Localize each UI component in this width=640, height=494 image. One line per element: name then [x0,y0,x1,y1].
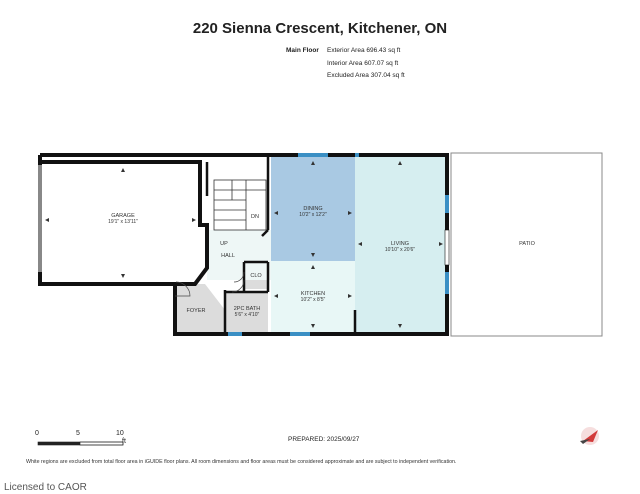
patio-door [444,229,450,266]
scale-bar [37,441,124,446]
interior-area: Interior Area 607.07 sq ft [327,59,399,67]
room-hall: HALL [221,253,235,259]
clo-door [233,271,245,283]
bath-fill [225,293,268,332]
foyer-door [175,281,191,297]
hall-fill [207,230,271,280]
room-foyer: FOYER [186,308,206,314]
window-living-lower [445,272,449,294]
plan-title: 220 Sienna Crescent, Kitchener, ON [192,20,448,37]
floor-label: Main Floor [286,47,319,54]
exterior-area: Exterior Area 696.43 sq ft [327,47,401,54]
window-top-dining [298,153,328,157]
scale-tick-10: 10 [116,430,124,437]
scale-tick-0: 0 [35,430,39,437]
living-fill [355,157,447,332]
room-clo: CLO [250,273,262,279]
outer-wall [38,153,449,336]
dining-fill [271,157,355,261]
excluded-area: Excluded Area 307.04 sq ft [327,72,405,79]
window-top-living [355,153,359,157]
area-summary: Main Floor Exterior Area 696.43 sq ft Int… [286,45,405,83]
prepared-date: PREPARED: 2025/09/27 [288,436,360,443]
north-arrow-icon [580,427,599,445]
stair-down-label: DN [251,214,259,220]
scale-tick-5: 5 [76,430,80,437]
stair-up-label: UP [220,241,228,247]
window-bath [228,332,242,336]
window-living-upper [445,195,449,213]
kitchen-fill [271,261,355,332]
window-kitchen [290,332,310,336]
scale-unit: ft [122,438,126,445]
disclaimer: White regions are excluded from total fl… [26,459,457,465]
patio-area [450,152,603,337]
bath-door [231,279,245,293]
staircase [213,179,267,231]
license-watermark: Licensed to CAOR [4,482,87,493]
room-patio: PATIO [519,241,535,247]
